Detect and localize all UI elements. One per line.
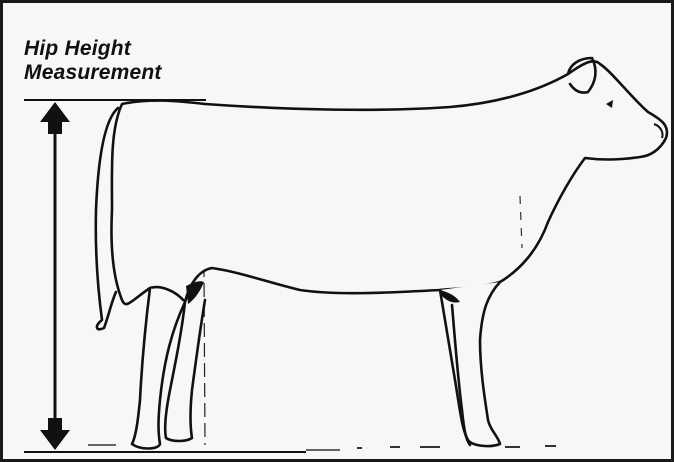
double-headed-arrow-icon (40, 102, 70, 450)
cow-silhouette (96, 58, 667, 449)
